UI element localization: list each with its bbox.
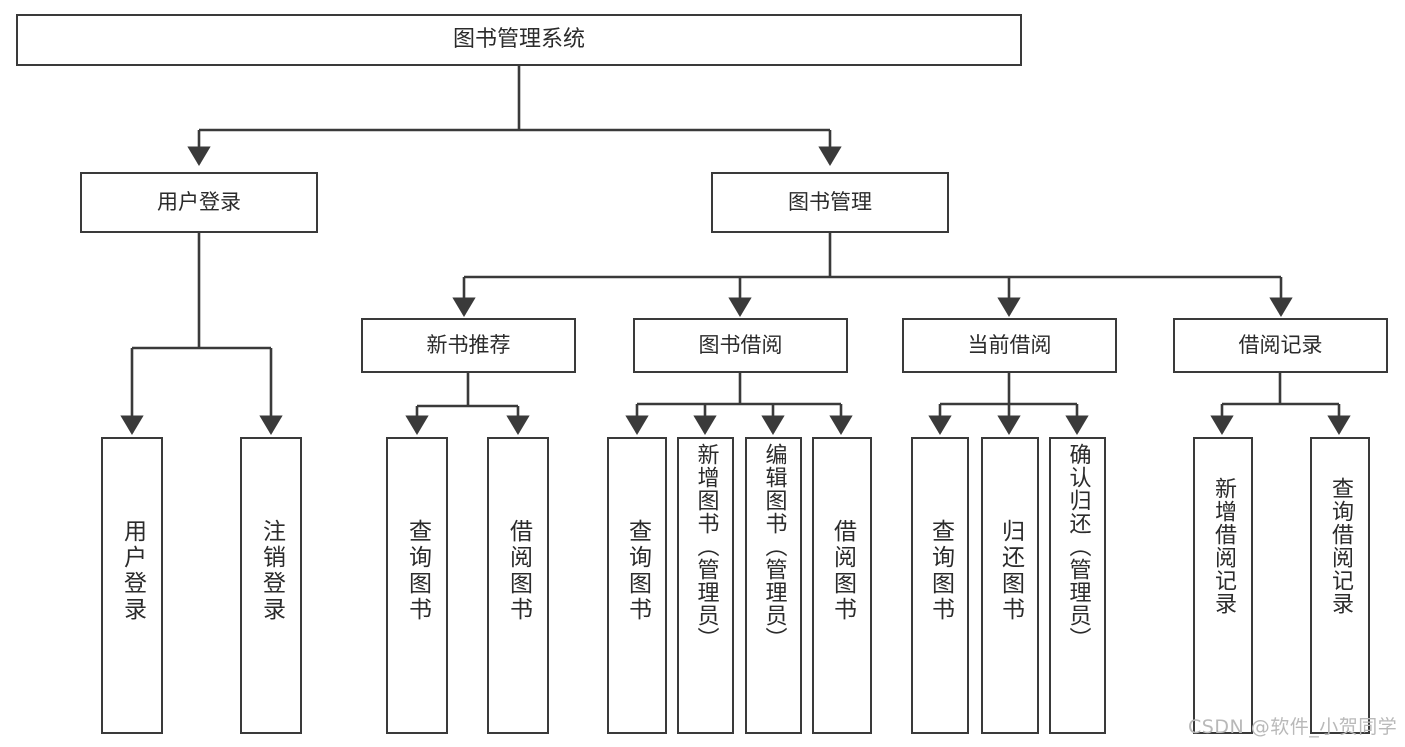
leaf-add-borrow-record-label: 新增借阅记录 [1211, 477, 1236, 615]
csdn-watermark: CSDN @软件_小贺同学 [1188, 716, 1398, 738]
leaf-logout[interactable]: 注销登录 [240, 437, 302, 734]
node-user-login[interactable]: 用户登录 [80, 172, 318, 233]
leaf-return-book-label: 归还图书 [997, 519, 1024, 623]
leaf-borrow-book-label: 借阅图书 [829, 519, 856, 623]
node-book-manage[interactable]: 图书管理 [711, 172, 949, 233]
leaf-borrow-book-recommend-label: 借阅图书 [505, 519, 532, 623]
leaf-add-borrow-record[interactable]: 新增借阅记录 [1193, 437, 1253, 734]
leaf-query-book-current[interactable]: 查询图书 [911, 437, 969, 734]
node-root[interactable]: 图书管理系统 [16, 14, 1022, 66]
node-new-book-recommend-label: 新书推荐 [426, 333, 511, 358]
leaf-query-book-borrow[interactable]: 查询图书 [607, 437, 667, 734]
node-new-book-recommend[interactable]: 新书推荐 [361, 318, 576, 373]
leaf-borrow-book[interactable]: 借阅图书 [812, 437, 872, 734]
leaf-user-login-label: 用户登录 [119, 519, 146, 623]
leaf-edit-book-label: 编辑图书（管理员） [761, 443, 787, 650]
leaf-query-book-recommend-label: 查询图书 [404, 519, 431, 623]
node-root-label: 图书管理系统 [452, 27, 585, 53]
leaf-logout-label: 注销登录 [258, 519, 285, 623]
leaf-confirm-return-label: 确认归还（管理员） [1065, 443, 1091, 650]
leaf-query-borrow-record[interactable]: 查询借阅记录 [1310, 437, 1370, 734]
leaf-query-book-borrow-label: 查询图书 [624, 519, 651, 623]
leaf-return-book[interactable]: 归还图书 [981, 437, 1039, 734]
node-current-borrow[interactable]: 当前借阅 [902, 318, 1117, 373]
leaf-borrow-book-recommend[interactable]: 借阅图书 [487, 437, 549, 734]
node-current-borrow-label: 当前借阅 [967, 333, 1052, 358]
leaf-query-borrow-record-label: 查询借阅记录 [1328, 477, 1353, 615]
leaf-query-book-current-label: 查询图书 [927, 519, 954, 623]
node-book-borrow-label: 图书借阅 [698, 333, 783, 358]
node-book-borrow[interactable]: 图书借阅 [633, 318, 848, 373]
leaf-add-book-label: 新增图书（管理员） [693, 443, 719, 650]
leaf-query-book-recommend[interactable]: 查询图书 [386, 437, 448, 734]
node-borrow-record[interactable]: 借阅记录 [1173, 318, 1388, 373]
leaf-add-book[interactable]: 新增图书（管理员） [677, 437, 734, 734]
leaf-edit-book[interactable]: 编辑图书（管理员） [745, 437, 802, 734]
node-book-manage-label: 图书管理 [788, 190, 872, 215]
leaf-user-login[interactable]: 用户登录 [101, 437, 163, 734]
node-borrow-record-label: 借阅记录 [1238, 333, 1323, 358]
node-user-login-label: 用户登录 [157, 190, 241, 215]
leaf-confirm-return[interactable]: 确认归还（管理员） [1049, 437, 1106, 734]
